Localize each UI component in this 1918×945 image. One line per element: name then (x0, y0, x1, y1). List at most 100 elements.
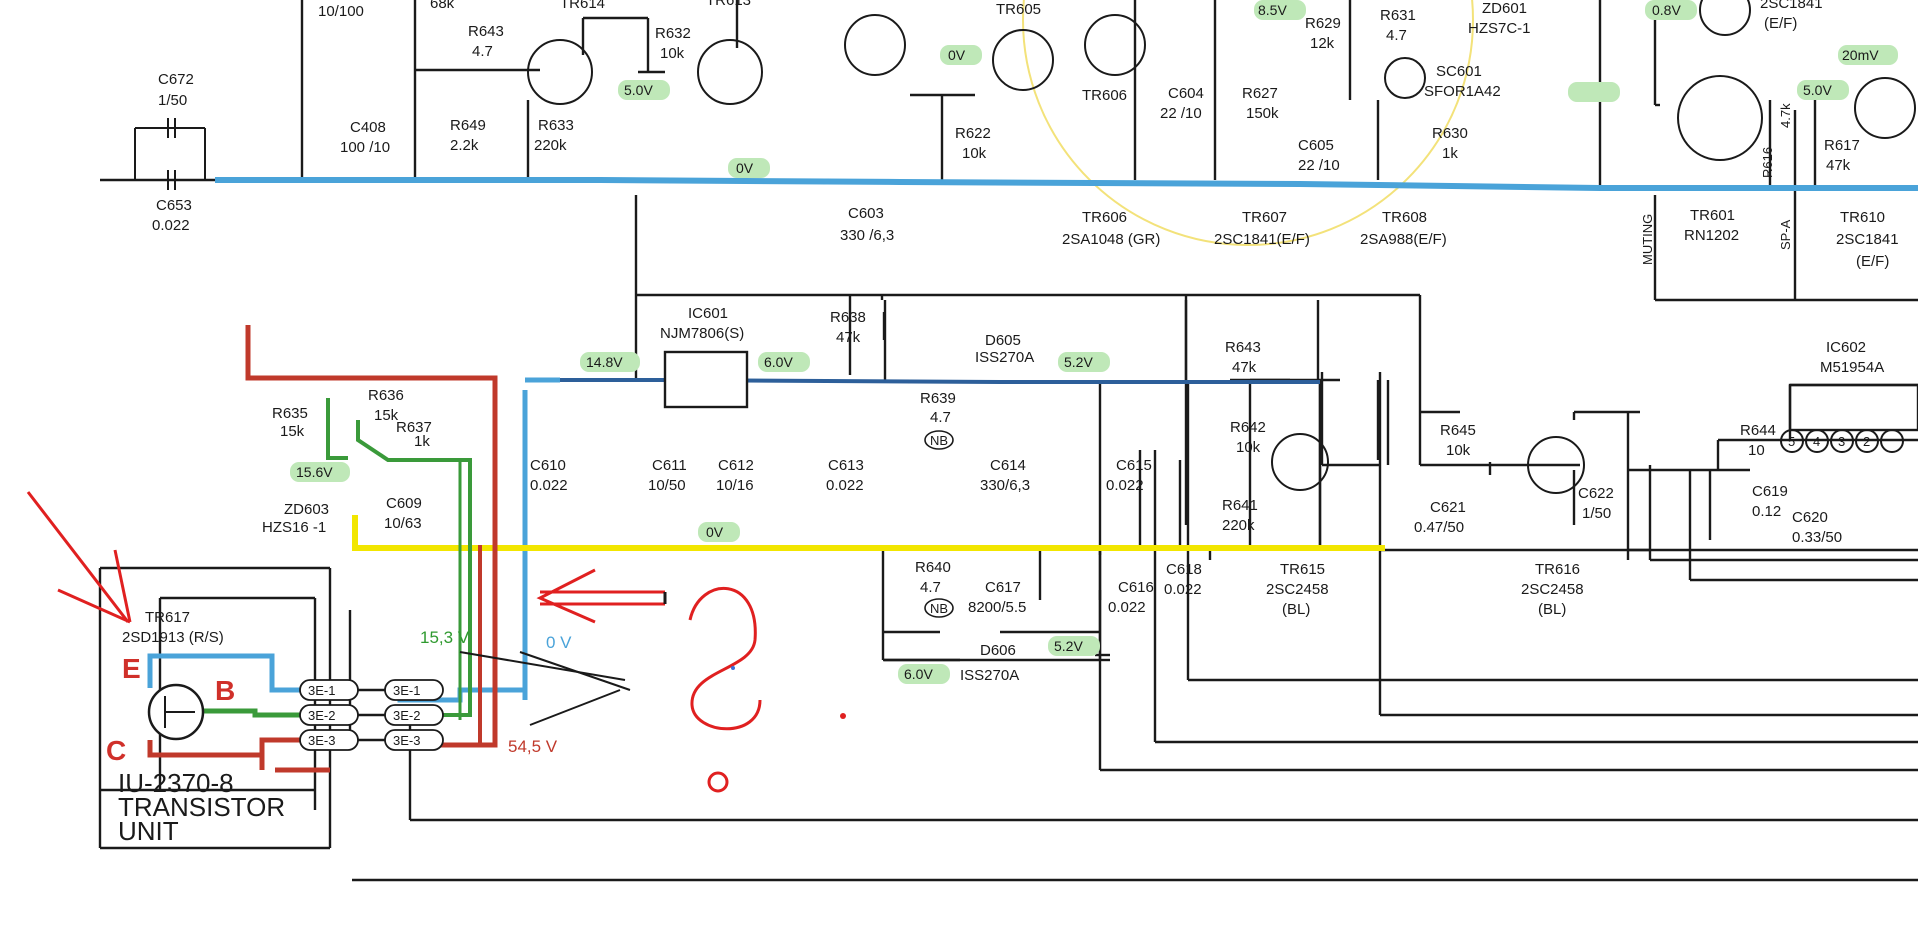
tr608-value: 2SA988(E/F) (1360, 231, 1447, 248)
volt-0v-b: 0V (736, 160, 754, 176)
c604-value: 22 /10 (1160, 105, 1202, 122)
ic601-body (663, 350, 749, 409)
r636-value: 15k (374, 407, 399, 424)
c617-value: 8200/5.5 (968, 599, 1026, 616)
c614-value: 330/6,3 (980, 477, 1030, 494)
sc601-value: SFOR1A42 (1424, 83, 1501, 100)
d605-value: ISS270A (975, 349, 1034, 366)
c653-value: 0.022 (152, 217, 190, 234)
tr601-value: RN1202 (1684, 227, 1739, 244)
r632-value: 10k (660, 45, 685, 62)
r631-label: R631 (1380, 7, 1416, 24)
tr616-label: TR616 (1535, 561, 1580, 578)
r633-value: 220k (534, 137, 567, 154)
transistor-unit: TR617 2SD1913 (R/S) 3E-1 3E-2 3E-3 3E-1 … (118, 609, 444, 846)
volt-5-2-b: 5.2V (1054, 638, 1083, 654)
top-value-10-100: 10/100 (318, 3, 364, 20)
volt-20mv: 20mV (1842, 47, 1879, 63)
volt-6-0: 6.0V (764, 354, 793, 370)
conn-3e3-a: 3E-3 (308, 733, 335, 748)
c619-label: C619 (1752, 483, 1788, 500)
conn-3e2-b: 3E-2 (393, 708, 420, 723)
c613-value: 0.022 (826, 477, 864, 494)
unit-name-line1: IU-2370-8 (118, 768, 234, 798)
c620-value: 0.33/50 (1792, 529, 1842, 546)
ic602-pin-3: 3 (1838, 434, 1845, 449)
r638-value: 47k (836, 329, 861, 346)
c622-value: 1/50 (1582, 505, 1611, 522)
conn-3e2-a: 3E-2 (308, 708, 335, 723)
c615-value: 0.022 (1106, 477, 1144, 494)
tr606b-value: 2SA1048 (GR) (1062, 231, 1160, 248)
r633-label: R633 (538, 117, 574, 134)
r617-label: R617 (1824, 137, 1860, 154)
c620-label: C620 (1792, 509, 1828, 526)
r632-label: R632 (655, 25, 691, 42)
r642-value: 10k (1236, 439, 1261, 456)
r637-label: R637 (396, 419, 432, 436)
r617-value: 47k (1826, 157, 1851, 174)
tr-top-right-value: (E/F) (1764, 15, 1797, 32)
ic602-label: IC602 (1826, 339, 1866, 356)
tr613-label: TR613 (706, 0, 751, 9)
d606-value: ISS270A (960, 667, 1019, 684)
volt-14-8: 14.8V (586, 354, 623, 370)
r643a-value: 4.7 (472, 43, 493, 60)
volt-5-0-b: 5.0V (1803, 82, 1832, 98)
tr605-label: TR605 (996, 1, 1041, 18)
zd603-value: HZS16 -1 (262, 519, 326, 536)
c653-label: C653 (156, 197, 192, 214)
volt-0v-c: 0V (706, 524, 724, 540)
tr615-value2: (BL) (1282, 601, 1310, 618)
c609-value: 10/63 (384, 515, 422, 532)
tr615-value: 2SC2458 (1266, 581, 1329, 598)
tr616-value2: (BL) (1538, 601, 1566, 618)
c616-value: 0.022 (1108, 599, 1146, 616)
c610-value: 0.022 (530, 477, 568, 494)
zd603-label: ZD603 (284, 501, 329, 518)
r68k-value: 68k (430, 0, 455, 12)
nb-badge-1: NB (930, 433, 948, 448)
c622-label: C622 (1578, 485, 1614, 502)
c621-label: C621 (1430, 499, 1466, 516)
r631-value: 4.7 (1386, 27, 1407, 44)
r638-label: R638 (830, 309, 866, 326)
r643b-value: 47k (1232, 359, 1257, 376)
c605-label: C605 (1298, 137, 1334, 154)
tr614-label: TR614 (560, 0, 605, 12)
unit-name-line3: UNIT (118, 816, 179, 846)
r616-value: 4.7k (1778, 103, 1793, 128)
volt-0v-a: 0V (948, 47, 966, 63)
ic602-pin-5: 5 (1788, 434, 1795, 449)
tr608-label: TR608 (1382, 209, 1427, 226)
d605-label: D605 (985, 332, 1021, 349)
volt-5-2-a: 5.2V (1064, 354, 1093, 370)
tr616-value: 2SC2458 (1521, 581, 1584, 598)
c613-label: C613 (828, 457, 864, 474)
ic601-label: IC601 (688, 305, 728, 322)
r643a-label: R643 (468, 23, 504, 40)
c408-label: C408 (350, 119, 386, 136)
tr606b-label: TR606 (1082, 209, 1127, 226)
c612-value: 10/16 (716, 477, 754, 494)
c603-value: 330 /6,3 (840, 227, 894, 244)
c605-value: 22 /10 (1298, 157, 1340, 174)
tr607-value: 2SC1841(E/F) (1214, 231, 1310, 248)
muting-label: MUTING (1640, 214, 1655, 265)
c616-label: C616 (1118, 579, 1154, 596)
r640-label: R640 (915, 559, 951, 576)
ic601-value: NJM7806(S) (660, 325, 744, 342)
r635-value: 15k (280, 423, 305, 440)
tr617-value: 2SD1913 (R/S) (122, 629, 224, 646)
collector-label: C (106, 735, 126, 766)
c617-label: C617 (985, 579, 1021, 596)
r644-label: R644 (1740, 422, 1776, 439)
base-label: B (215, 675, 235, 706)
ic602-value: M51954A (1820, 359, 1884, 376)
r649-label: R649 (450, 117, 486, 134)
c615-label: C615 (1116, 457, 1152, 474)
c610-label: C610 (530, 457, 566, 474)
c614-label: C614 (990, 457, 1026, 474)
r639-value: 4.7 (930, 409, 951, 426)
